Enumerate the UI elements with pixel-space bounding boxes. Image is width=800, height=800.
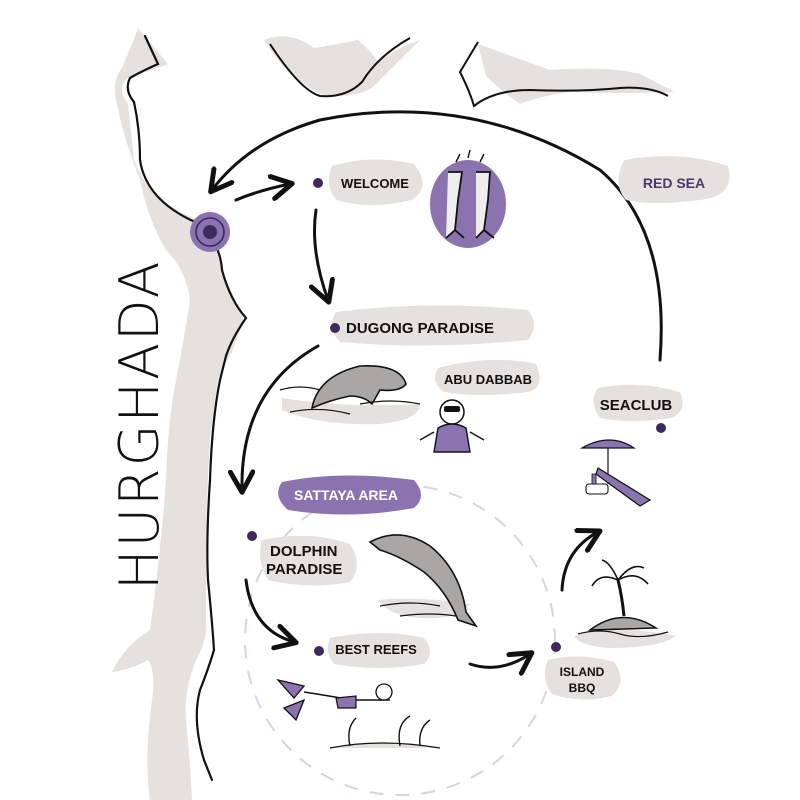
route-lines: [212, 110, 663, 668]
route-start-to-welcome: [234, 184, 290, 202]
stop-dot: [314, 646, 324, 656]
snorkeler-icon: [276, 678, 441, 749]
stop-label: DOLPHIN: [270, 543, 338, 560]
beach-chair-umbrella-icon: [579, 439, 652, 507]
stop-dot: [313, 178, 323, 188]
area-label: SATTAYA AREA: [278, 475, 421, 515]
coast-line: [126, 34, 248, 782]
route-island-to-seaclub: [560, 532, 598, 592]
island-north: [264, 36, 420, 96]
stop-label: ISLAND: [560, 665, 605, 679]
stop-label: ABU DABBAB: [444, 372, 532, 387]
coast-land: [112, 28, 244, 800]
route-dolphin-to-reefs: [244, 578, 294, 642]
location-pin-icon[interactable]: [190, 212, 230, 252]
stop-abu-dabbab[interactable]: ABU DABBAB: [435, 359, 540, 395]
stop-dot: [247, 531, 257, 541]
dolphin-icon: [368, 534, 479, 628]
stop-welcome[interactable]: WELCOME: [313, 159, 423, 205]
sea-name: RED SEA: [643, 175, 705, 191]
stop-label-line2: PARADISE: [266, 561, 342, 578]
coastline: [112, 28, 674, 800]
city-label: HURGHADA: [108, 259, 171, 590]
stop-best-reefs[interactable]: BEST REEFS: [314, 633, 430, 668]
stop-dolphin-paradise[interactable]: DOLPHIN PARADISE: [247, 531, 357, 586]
stop-dot: [656, 423, 666, 433]
stop-dugong-paradise[interactable]: DUGONG PARADISE: [330, 305, 534, 346]
scuba-diver-icon: [419, 399, 485, 453]
stop-dot: [551, 642, 561, 652]
stop-label: SEACLUB: [600, 397, 673, 414]
stop-island-bbq[interactable]: ISLAND BBQ: [544, 642, 621, 700]
island-northeast-line: [458, 41, 669, 108]
route-reefs-to-island: [468, 654, 530, 667]
island-northeast: [478, 44, 674, 104]
stop-seaclub[interactable]: SEACLUB: [593, 384, 683, 433]
route-seaclub-to-start: [212, 110, 663, 362]
route-dugong-to-dolphin: [242, 344, 320, 490]
champagne-glasses-icon: [430, 149, 506, 248]
stop-dot: [330, 323, 340, 333]
dugong-icon: [279, 365, 421, 425]
sea-label: RED SEA: [618, 156, 730, 203]
stop-label: DUGONG PARADISE: [346, 320, 494, 337]
palm-island-icon: [574, 559, 676, 648]
stop-label: WELCOME: [341, 176, 409, 191]
route-welcome-to-dugong: [315, 208, 329, 300]
area-name: SATTAYA AREA: [294, 487, 398, 503]
island-north-line: [269, 37, 411, 98]
stop-label-line2: BBQ: [569, 681, 596, 695]
stop-label: BEST REEFS: [335, 642, 417, 657]
